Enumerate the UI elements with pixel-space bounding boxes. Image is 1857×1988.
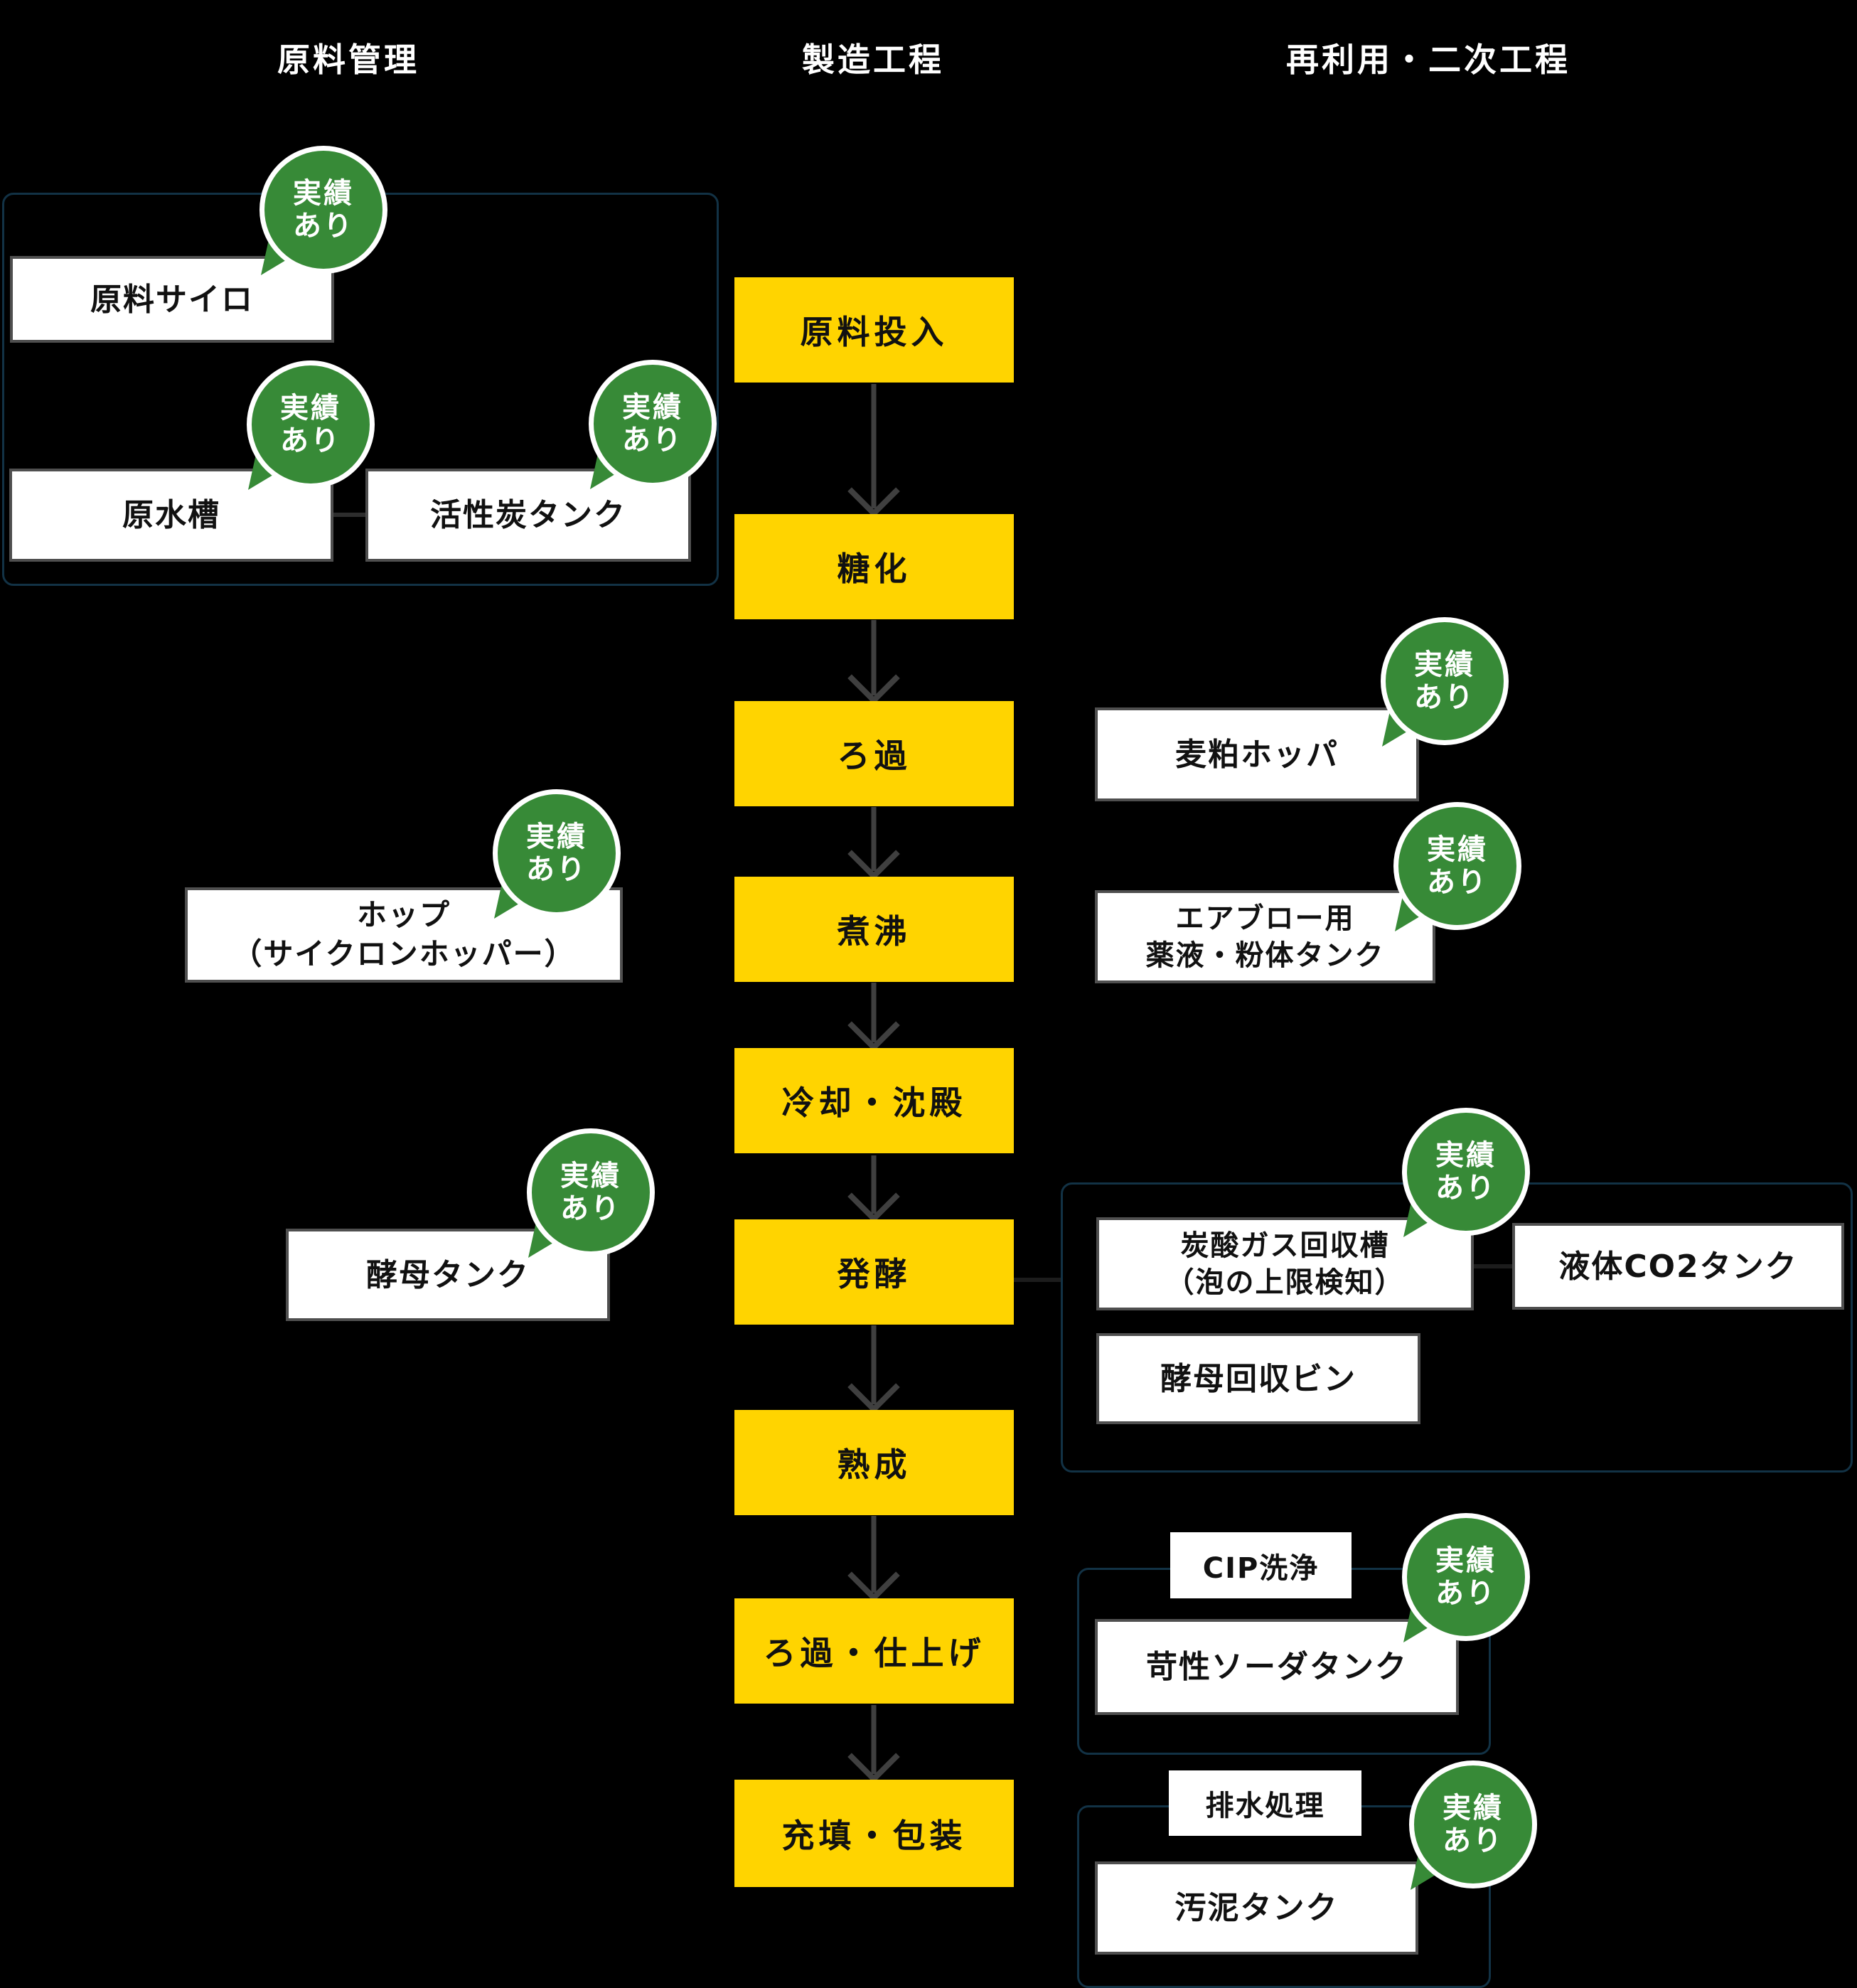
step-filling-packaging: 充填・包装	[734, 1780, 1014, 1887]
hop-line1: ホップ	[356, 897, 451, 933]
arrowhead-down-icon	[847, 1361, 900, 1413]
flow-arrow-8	[847, 1705, 900, 1783]
step-fermentation: 発酵	[734, 1219, 1014, 1325]
box-activated-carbon-tank: 活性炭タンク	[365, 469, 691, 562]
box-malt-lees-hopper: 麦粕ホッパ	[1095, 707, 1419, 801]
box-liquid-co2-tank: 液体CO2タンク	[1512, 1223, 1844, 1310]
step-raw-material-input: 原料投入	[734, 277, 1014, 383]
flow-arrow-3	[847, 807, 900, 880]
flow-arrow-5	[847, 1155, 900, 1223]
step-saccharification: 糖化	[734, 514, 1014, 619]
connector-co2recovery-liquidco2	[1474, 1264, 1512, 1268]
box-sludge-tank: 汚泥タンク	[1095, 1861, 1418, 1955]
arrowhead-down-icon	[847, 465, 900, 518]
achievement-badge-co2-recovery: 実績あり	[1402, 1108, 1530, 1237]
column-header-raw-materials: 原料管理	[277, 41, 419, 79]
arrowhead-down-icon	[847, 652, 900, 705]
flow-arrow-7	[847, 1516, 900, 1602]
label-drainage-treatment: 排水処理	[1169, 1770, 1361, 1836]
achievement-badge-malt-lees: 実績あり	[1381, 617, 1509, 747]
arrowhead-down-icon	[847, 999, 900, 1052]
flow-arrow-6	[847, 1325, 900, 1413]
achievement-badge-airblow: 実績あり	[1393, 802, 1521, 931]
co2-recovery-line1: 炭酸ガス回収槽	[1180, 1229, 1390, 1262]
flow-arrow-2	[847, 620, 900, 705]
achievement-badge-yeast-tank: 実績あり	[527, 1128, 655, 1258]
box-airblow-chemical-powder-tank: エアブロー用 薬液・粉体タンク	[1095, 890, 1435, 983]
flow-arrow-4	[847, 983, 900, 1052]
step-maturation: 熟成	[734, 1410, 1014, 1515]
column-header-manufacturing: 製造工程	[802, 41, 944, 79]
co2-recovery-line2: （泡の上限検知）	[1165, 1266, 1405, 1299]
step-filtration-finishing: ろ過・仕上げ	[734, 1598, 1014, 1704]
box-caustic-soda-tank: 苛性ソーダタンク	[1095, 1619, 1459, 1715]
step-boiling: 煮沸	[734, 877, 1014, 982]
arrowhead-down-icon	[847, 828, 900, 880]
flow-arrow-1	[847, 384, 900, 518]
label-cip-cleaning: CIP洗浄	[1170, 1532, 1352, 1598]
box-raw-material-silo: 原料サイロ	[10, 256, 334, 343]
arrowhead-down-icon	[847, 1170, 900, 1223]
achievement-badge-hop: 実績あり	[493, 789, 621, 919]
column-header-reuse: 再利用・二次工程	[1286, 41, 1570, 79]
achievement-badge-raw-water: 実績あり	[247, 360, 375, 490]
box-raw-water-tank: 原水槽	[9, 469, 333, 562]
connector-fermentation-recovery-group	[1012, 1278, 1061, 1282]
step-cooling-sedimentation: 冷却・沈殿	[734, 1048, 1014, 1153]
hop-line2: （サイクロンホッパー）	[232, 936, 576, 971]
airblow-line2: 薬液・粉体タンク	[1145, 939, 1385, 972]
connector-rawwater-carbon	[333, 513, 365, 517]
arrowhead-down-icon	[847, 1731, 900, 1783]
airblow-line1: エアブロー用	[1175, 902, 1355, 935]
step-filtration: ろ過	[734, 701, 1014, 806]
box-co2-gas-recovery-tank: 炭酸ガス回収槽 （泡の上限検知）	[1096, 1217, 1474, 1310]
achievement-badge-sludge: 実績あり	[1409, 1760, 1537, 1890]
arrowhead-down-icon	[847, 1549, 900, 1602]
achievement-badge-caustic-soda: 実績あり	[1402, 1513, 1530, 1642]
achievement-badge-activated-carbon: 実績あり	[589, 360, 717, 489]
achievement-badge-silo: 実績あり	[259, 146, 387, 275]
box-yeast-recovery-bin: 酵母回収ビン	[1096, 1333, 1420, 1424]
